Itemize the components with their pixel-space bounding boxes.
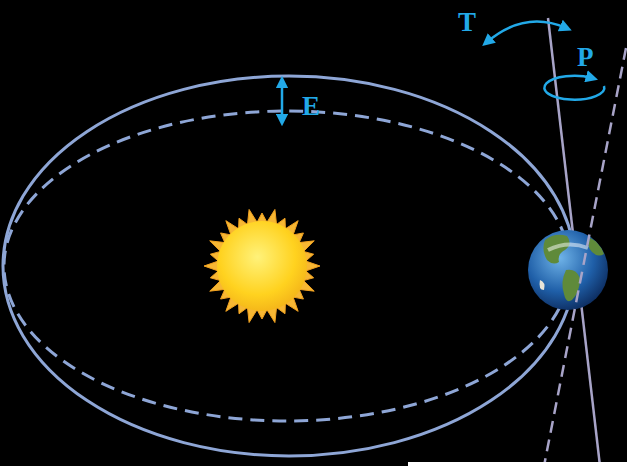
sun xyxy=(204,209,320,322)
cycle-label: E xyxy=(302,93,320,120)
precession-arrow xyxy=(544,76,604,100)
cycle-label: P xyxy=(577,44,594,71)
tilt-arrow xyxy=(487,22,566,42)
eccentricity-arrow xyxy=(281,82,284,120)
orbit-dashed xyxy=(4,111,570,421)
bottom-strip xyxy=(408,462,627,466)
cycle-label: T xyxy=(458,9,476,36)
axis-dashed xyxy=(544,48,626,466)
orbit-solid xyxy=(3,76,575,456)
earth xyxy=(528,230,608,310)
